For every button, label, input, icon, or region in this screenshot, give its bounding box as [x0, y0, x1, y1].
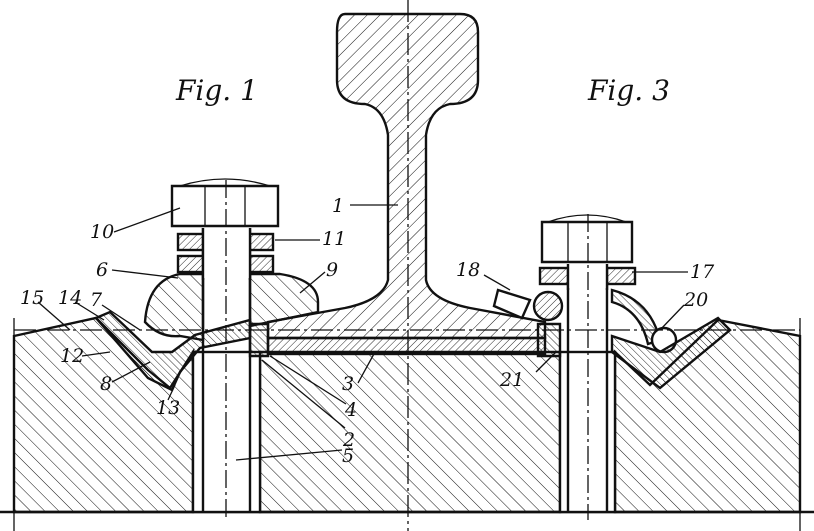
- label-9: 9: [326, 259, 338, 281]
- bolt-right: [566, 268, 609, 512]
- label-14: 14: [58, 287, 82, 309]
- figure-caption-1: Fig. 1: [175, 74, 258, 107]
- label-8: 8: [100, 373, 112, 395]
- rod-18: [492, 288, 564, 322]
- figure-caption-3: Fig. 3: [587, 74, 670, 107]
- spacer-21: [536, 322, 562, 358]
- nut-10: [170, 178, 280, 228]
- label-2: 2: [342, 429, 355, 451]
- sleeper-15: [0, 316, 814, 531]
- label-11: 11: [322, 228, 346, 250]
- label-13: 13: [156, 397, 180, 419]
- label-1: 1: [332, 195, 344, 217]
- label-10: 10: [90, 221, 114, 243]
- label-21: 21: [499, 369, 524, 391]
- leader-lines: [37, 204, 688, 461]
- label-4: 4: [344, 399, 357, 421]
- label-12: 12: [60, 345, 84, 367]
- label-3: 3: [342, 373, 354, 395]
- center-lines: [14, 0, 800, 531]
- nut-right: [540, 214, 634, 264]
- label-6: 6: [96, 259, 108, 281]
- label-20: 20: [683, 289, 708, 311]
- label-17: 17: [690, 261, 715, 283]
- label-7: 7: [90, 289, 103, 311]
- pad-3: [266, 336, 547, 356]
- spacer-4: [248, 322, 270, 358]
- spring-clip-left: [94, 310, 252, 392]
- label-5: 5: [342, 445, 354, 467]
- label-15: 15: [20, 287, 44, 309]
- clamp-9: [143, 272, 320, 342]
- label-18: 18: [456, 259, 480, 281]
